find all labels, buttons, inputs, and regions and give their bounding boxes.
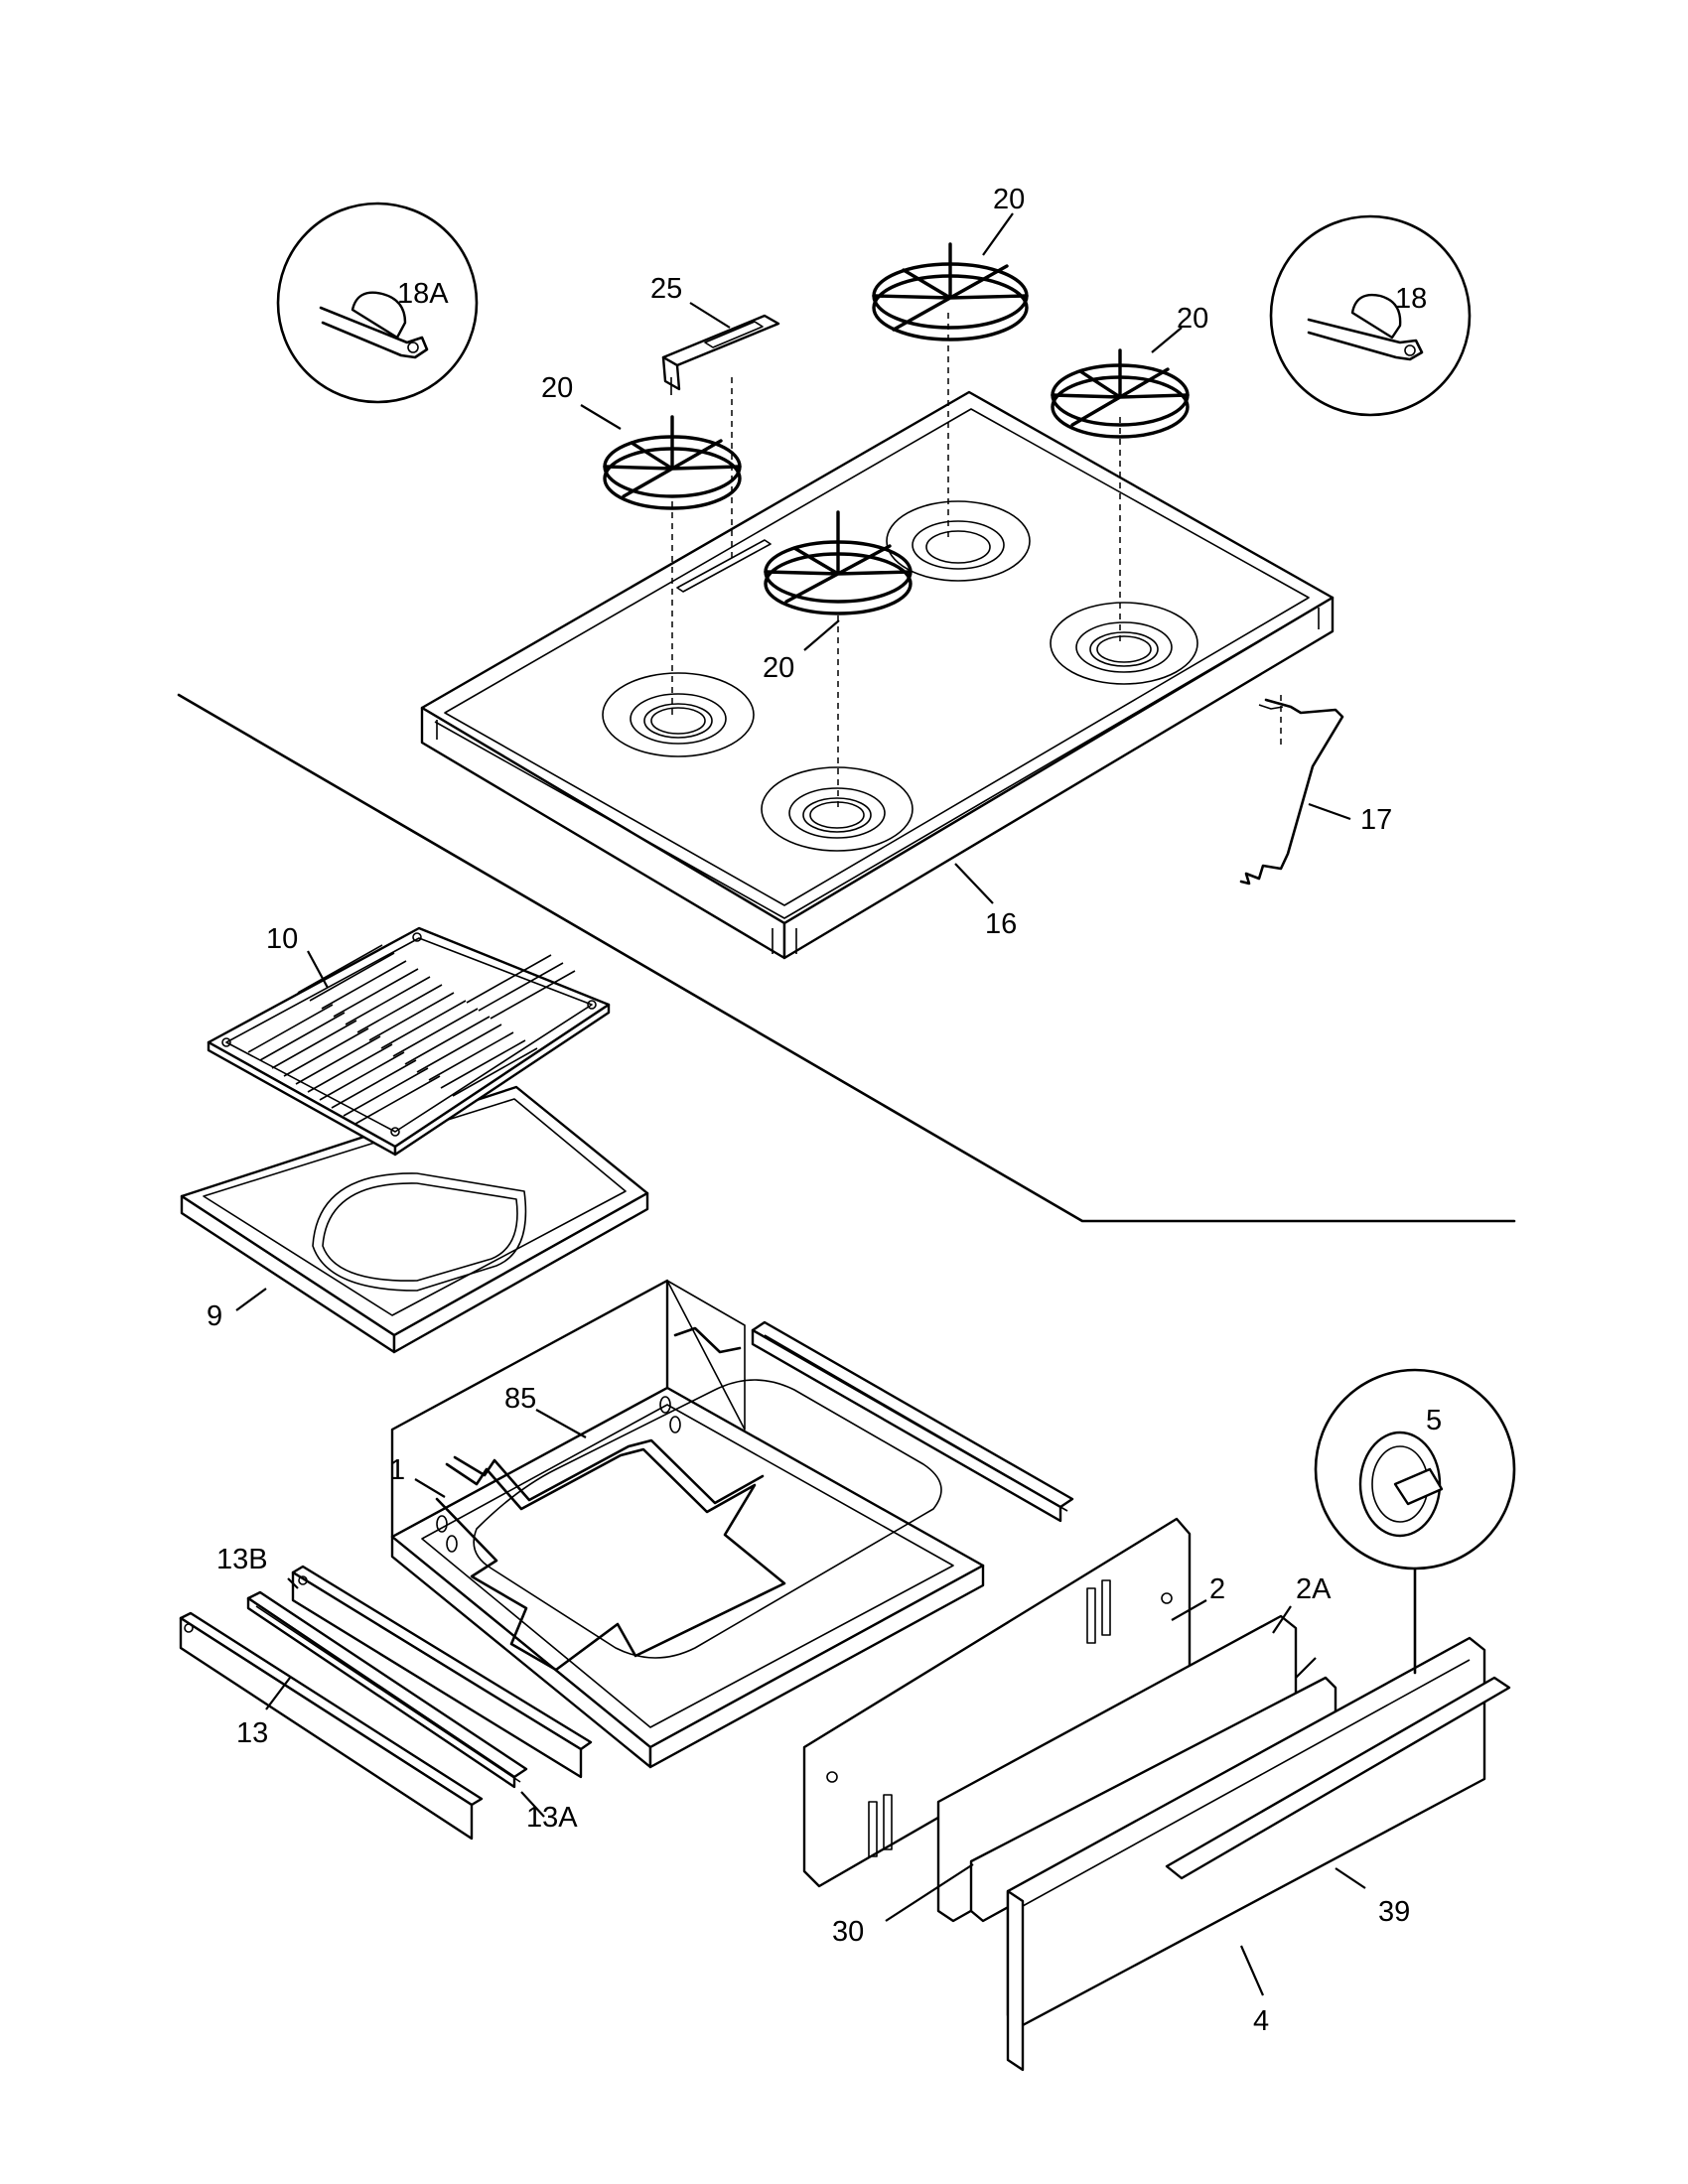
label-18A: 18A bbox=[397, 278, 449, 310]
grate-20-left bbox=[603, 415, 742, 510]
grate-20-top bbox=[872, 242, 1029, 341]
inset-18A bbox=[276, 202, 479, 404]
slide-13 bbox=[179, 1611, 484, 1841]
label-2A: 2A bbox=[1296, 1573, 1332, 1605]
leader-lines bbox=[235, 212, 1366, 1996]
cooktop-16 bbox=[420, 390, 1335, 960]
label-10: 10 bbox=[266, 923, 298, 955]
part-25-bracket bbox=[661, 314, 780, 395]
label-20-right: 20 bbox=[1177, 303, 1208, 335]
label-4: 4 bbox=[1253, 2005, 1269, 2037]
label-9: 9 bbox=[207, 1300, 222, 1332]
part-17-wire bbox=[1239, 698, 1344, 886]
label-85: 85 bbox=[504, 1383, 536, 1415]
label-13A: 13A bbox=[526, 1802, 578, 1834]
label-13B: 13B bbox=[216, 1544, 268, 1575]
slide-13B bbox=[291, 1565, 593, 1779]
label-30: 30 bbox=[832, 1916, 864, 1948]
broiler-pan-9 bbox=[180, 1085, 649, 1354]
inset-5 bbox=[1314, 1368, 1516, 1675]
alignment-lines bbox=[671, 313, 1282, 809]
label-17: 17 bbox=[1360, 804, 1392, 836]
label-13: 13 bbox=[236, 1717, 268, 1749]
oven-rack-85 bbox=[435, 1326, 786, 1672]
label-18: 18 bbox=[1395, 283, 1427, 315]
label-39: 39 bbox=[1378, 1896, 1410, 1928]
label-20-center: 20 bbox=[763, 652, 794, 684]
drawer-handle-4 bbox=[1006, 1676, 1511, 2072]
label-5: 5 bbox=[1426, 1405, 1442, 1436]
broiler-grid-10 bbox=[207, 926, 611, 1157]
side-rail bbox=[751, 1320, 1074, 1523]
label-1: 1 bbox=[389, 1454, 405, 1486]
label-20-top: 20 bbox=[993, 184, 1025, 215]
label-25: 25 bbox=[650, 273, 682, 305]
grate-20-right bbox=[1051, 348, 1190, 439]
section-divider-line bbox=[177, 693, 1516, 1223]
inset-18 bbox=[1269, 214, 1472, 417]
label-16: 16 bbox=[985, 908, 1017, 940]
label-2: 2 bbox=[1209, 1573, 1225, 1605]
slide-13A bbox=[246, 1590, 528, 1789]
grate-20-center bbox=[764, 510, 913, 615]
label-20-left: 20 bbox=[541, 372, 573, 404]
callout-labels: 18A 25 20 20 20 20 18 17 16 10 9 85 1 13… bbox=[207, 184, 1442, 2037]
